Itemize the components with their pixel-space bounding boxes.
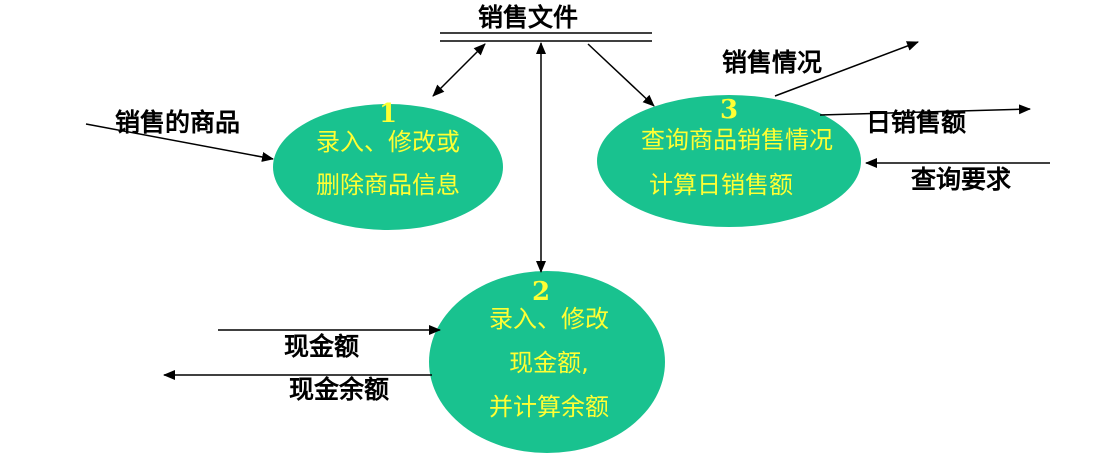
- process-3-number: 3: [720, 95, 738, 125]
- flow-arrow-daily-sales: [819, 104, 1031, 116]
- flow-label-daily-sales: 日销售额: [866, 108, 966, 137]
- process-1-line-2: 删除商品信息: [316, 171, 460, 199]
- process-3-line-2: 计算日销售额: [649, 171, 793, 199]
- process-3-bubble: [597, 95, 861, 227]
- process-2-line-3: 并计算余额: [489, 393, 609, 421]
- process-1: 1 录入、修改或 删除商品信息: [273, 99, 503, 230]
- process-2-bubble: [429, 271, 665, 453]
- flow-arrow-store-process-3: [587, 43, 655, 107]
- flow-label-sales-status: 销售情况: [722, 48, 822, 77]
- flow-label-goods: 销售的商品: [115, 108, 240, 137]
- process-1-line-1: 录入、修改或: [316, 128, 460, 156]
- process-1-number: 1: [379, 99, 397, 129]
- process-1-bubble: [273, 104, 503, 230]
- process-2-line-2: 现金额,: [509, 349, 589, 377]
- process-3-line-1: 查询商品销售情况: [641, 126, 833, 154]
- flow-arrow-goods-in: [85, 123, 274, 162]
- data-store-sales-file: 销售文件: [440, 3, 652, 42]
- flow-label-cash-amount: 现金额: [284, 332, 359, 361]
- process-3: 3 查询商品销售情况 计算日销售额: [597, 95, 861, 227]
- flow-arrow-store-process-1: [432, 43, 486, 97]
- process-2-number: 2: [532, 277, 550, 307]
- data-store-label: 销售文件: [478, 3, 578, 32]
- flow-label-query-request: 查询要求: [911, 165, 1011, 194]
- process-2: 2 录入、修改 现金额, 并计算余额: [429, 271, 665, 453]
- process-2-line-1: 录入、修改: [489, 305, 609, 333]
- flow-arrow-sales-status: [774, 41, 919, 97]
- flow-label-cash-balance: 现金余额: [289, 375, 389, 404]
